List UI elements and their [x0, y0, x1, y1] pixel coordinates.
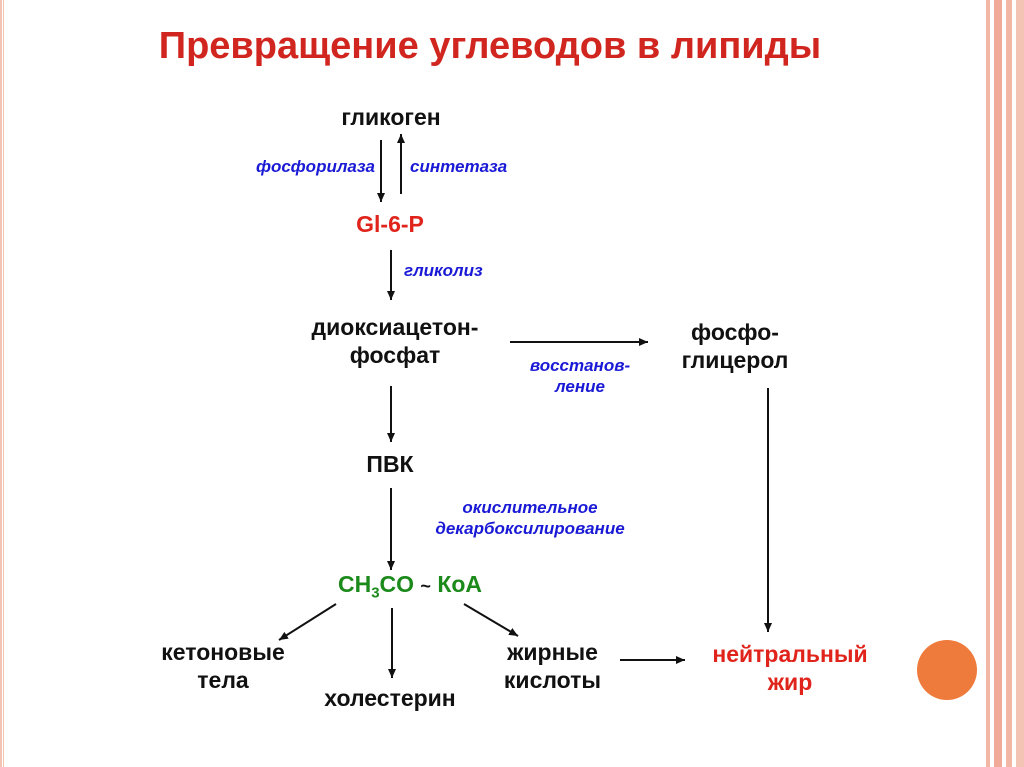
enzyme-oxidative-decarboxylation: окислительное декарбоксилирование	[395, 497, 665, 539]
acetyl-coa-koa: КоА	[437, 571, 483, 597]
slide-title: Превращение углеводов в липиды	[158, 25, 822, 67]
node-dhap: диоксиацетон- фосфат	[280, 313, 510, 369]
node-fatty-acids-line1: жирные	[507, 639, 598, 665]
enzyme-reduction: восстанов- ление	[500, 355, 660, 397]
node-fatty-acids: жирные кислоты	[475, 638, 630, 694]
left-decorative-border	[0, 0, 6, 767]
enzyme-synthetase: синтетаза	[410, 157, 508, 176]
enzyme-reduction-line2: ление	[555, 377, 605, 396]
node-glycogen: гликоген	[341, 104, 441, 130]
acetyl-coa-co: CO	[379, 571, 415, 597]
node-cholesterol: холестерин	[324, 685, 456, 711]
node-neutral-fat: нейтральный жир	[680, 640, 900, 696]
arrow-acetylcoa-to-fatty-acids	[463, 603, 519, 637]
arrow-acetylcoa-to-ketone	[278, 603, 337, 641]
enzyme-oxidative-line2: декарбоксилирование	[435, 519, 625, 538]
enzyme-phosphorylase: фосфорилаза	[255, 157, 375, 176]
node-glycerophosphate: фосфо- глицерол	[650, 318, 820, 374]
acetyl-coa-subscript: 3	[371, 584, 380, 602]
node-acetyl-coa: CH3CO ~ КоА	[300, 570, 520, 608]
node-dhap-line1: диоксиацетон-	[311, 314, 479, 340]
orange-circle-decoration	[917, 640, 977, 700]
node-g6p: Gl-6-P	[356, 211, 424, 237]
enzyme-glycolysis: гликолиз	[404, 261, 483, 280]
node-dhap-line2: фосфат	[349, 342, 441, 368]
enzyme-reduction-line1: восстанов-	[529, 356, 631, 375]
node-ketone-line2: тела	[197, 667, 249, 693]
acetyl-coa-tilde: ~	[420, 576, 431, 596]
node-pvk: ПВК	[366, 451, 414, 477]
node-ketone-line1: кетоновые	[161, 639, 285, 665]
node-glycerophosphate-line2: глицерол	[681, 347, 789, 373]
right-decorative-border	[982, 0, 1024, 767]
acetyl-coa-ch: CH	[337, 571, 372, 597]
node-ketone-bodies: кетоновые тела	[128, 638, 318, 694]
node-fatty-acids-line2: кислоты	[503, 667, 602, 693]
node-neutral-fat-line1: нейтральный	[712, 641, 868, 667]
enzyme-oxidative-line1: окислительное	[462, 498, 598, 517]
node-neutral-fat-line2: жир	[767, 669, 813, 695]
node-glycerophosphate-line1: фосфо-	[691, 319, 779, 345]
